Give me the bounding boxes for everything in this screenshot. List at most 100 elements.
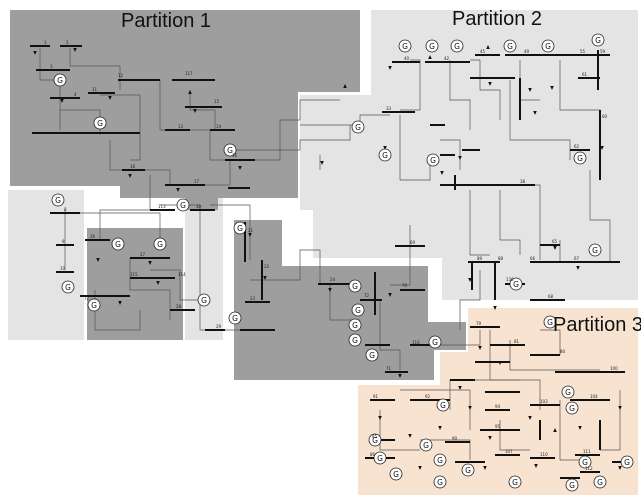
svg-text:G: G xyxy=(115,240,121,249)
svg-text:G: G xyxy=(569,481,575,490)
svg-text:G: G xyxy=(55,196,61,205)
svg-text:G: G xyxy=(423,441,429,450)
generator-icon: G xyxy=(88,299,100,311)
generator-icon: G xyxy=(349,319,361,331)
generator-icon: G xyxy=(94,117,106,129)
generator-icon: G xyxy=(437,399,449,411)
svg-text:G: G xyxy=(352,336,358,345)
svg-text:70: 70 xyxy=(402,283,408,288)
generator-icon: G xyxy=(594,476,606,488)
generator-icon: G xyxy=(374,452,386,464)
svg-text:10: 10 xyxy=(60,266,66,271)
svg-text:117: 117 xyxy=(185,71,193,76)
generator-icon: G xyxy=(509,476,521,488)
generator-icon: G xyxy=(589,244,601,256)
generator-icon: G xyxy=(542,40,554,52)
svg-text:17: 17 xyxy=(194,179,200,184)
svg-text:14: 14 xyxy=(216,124,222,129)
svg-text:G: G xyxy=(369,351,375,360)
svg-text:79: 79 xyxy=(476,321,482,326)
svg-text:G: G xyxy=(595,36,601,45)
svg-text:G: G xyxy=(91,301,97,310)
svg-text:66: 66 xyxy=(530,256,536,261)
generator-icon: G xyxy=(399,40,411,52)
svg-text:104: 104 xyxy=(590,394,598,399)
svg-text:113: 113 xyxy=(158,204,166,209)
svg-text:23: 23 xyxy=(250,296,256,301)
svg-text:60: 60 xyxy=(602,114,608,119)
generator-icon: G xyxy=(562,386,574,398)
svg-text:G: G xyxy=(377,454,383,463)
svg-text:G: G xyxy=(545,42,551,51)
svg-text:94: 94 xyxy=(495,404,501,409)
svg-text:42: 42 xyxy=(444,56,450,61)
svg-text:11: 11 xyxy=(92,87,98,92)
generator-icon: G xyxy=(52,194,64,206)
svg-text:30: 30 xyxy=(196,204,202,209)
svg-text:69: 69 xyxy=(410,240,416,245)
generator-icon: G xyxy=(379,149,391,161)
generator-icon: G xyxy=(592,34,604,46)
generator-icon: G xyxy=(621,456,633,468)
svg-text:29: 29 xyxy=(216,324,222,329)
svg-text:28: 28 xyxy=(176,304,182,309)
generator-icon: G xyxy=(62,281,74,293)
generator-icon: G xyxy=(366,349,378,361)
svg-text:G: G xyxy=(65,283,71,292)
svg-text:18: 18 xyxy=(130,164,136,169)
svg-text:G: G xyxy=(624,458,630,467)
svg-text:59: 59 xyxy=(600,49,606,54)
svg-text:G: G xyxy=(569,404,575,413)
svg-text:G: G xyxy=(512,478,518,487)
generator-icon: G xyxy=(434,476,446,488)
generator-icon: G xyxy=(177,199,189,211)
generator-icon: G xyxy=(154,238,166,250)
svg-text:85: 85 xyxy=(372,434,378,439)
svg-text:22: 22 xyxy=(264,264,270,269)
generator-icon: G xyxy=(451,40,463,52)
svg-text:G: G xyxy=(437,456,443,465)
svg-text:G: G xyxy=(507,42,513,51)
svg-text:62: 62 xyxy=(574,144,580,149)
svg-text:G: G xyxy=(393,470,399,479)
svg-text:107: 107 xyxy=(505,449,513,454)
svg-text:33: 33 xyxy=(386,106,392,111)
generator-icon: G xyxy=(434,454,446,466)
svg-text:15: 15 xyxy=(214,99,220,104)
generator-icon: G xyxy=(566,402,578,414)
svg-text:27: 27 xyxy=(140,252,146,257)
svg-text:89: 89 xyxy=(477,256,483,261)
svg-text:86: 86 xyxy=(370,452,376,457)
svg-text:G: G xyxy=(465,466,471,475)
svg-text:G: G xyxy=(355,306,361,315)
svg-text:110: 110 xyxy=(540,452,548,457)
generator-icon: G xyxy=(198,294,210,306)
generator-icon: G xyxy=(574,152,586,164)
svg-text:114: 114 xyxy=(178,272,186,277)
svg-text:65: 65 xyxy=(552,239,558,244)
svg-text:G: G xyxy=(232,314,238,323)
partition-1-title: Partition 1 xyxy=(121,10,211,33)
svg-text:55: 55 xyxy=(580,49,586,54)
generator-icon: G xyxy=(234,222,246,234)
svg-text:G: G xyxy=(352,282,358,291)
svg-text:111: 111 xyxy=(583,449,591,454)
generator-icon: G xyxy=(427,154,439,166)
partition-2-mid-region xyxy=(185,198,223,340)
svg-text:G: G xyxy=(201,296,207,305)
svg-text:92: 92 xyxy=(425,394,431,399)
partition-2-title: Partition 2 xyxy=(452,8,542,31)
svg-text:91: 91 xyxy=(373,394,379,399)
generator-icon: G xyxy=(390,468,402,480)
svg-text:G: G xyxy=(382,151,388,160)
svg-text:G: G xyxy=(180,201,186,210)
svg-text:38: 38 xyxy=(520,179,526,184)
svg-text:G: G xyxy=(429,42,435,51)
svg-text:G: G xyxy=(513,280,519,289)
svg-text:115: 115 xyxy=(130,272,138,277)
generator-icon: G xyxy=(54,74,66,86)
generator-icon: G xyxy=(352,121,364,133)
svg-text:81: 81 xyxy=(514,339,520,344)
svg-text:72: 72 xyxy=(84,296,90,301)
